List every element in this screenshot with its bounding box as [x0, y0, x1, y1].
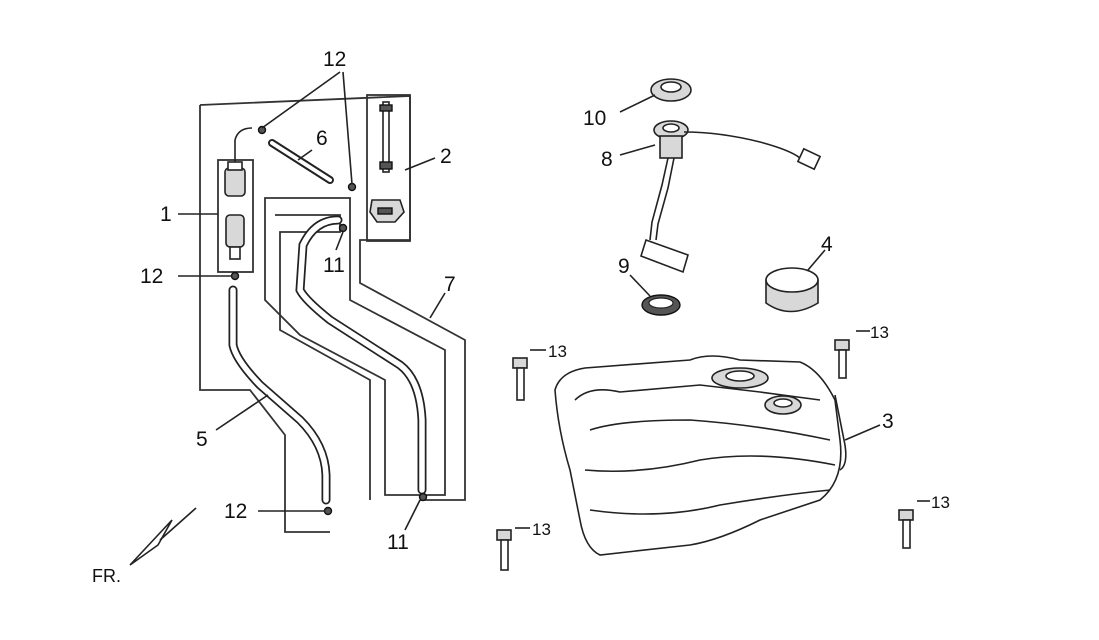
callout-6: 6	[316, 127, 328, 150]
callout-12-top: 12	[323, 48, 346, 71]
callout-13-a: 13	[548, 342, 567, 361]
fuel-level-sender	[640, 120, 822, 274]
bolt-c	[496, 529, 512, 571]
callout-11-top: 11	[323, 254, 345, 277]
callout-11-bottom: 11	[387, 531, 409, 554]
front-direction-arrow	[129, 507, 197, 566]
callout-13-d: 13	[931, 493, 950, 512]
sender-cap	[650, 78, 692, 102]
drain-hose	[295, 215, 427, 495]
hose-clips	[230, 125, 428, 516]
callout-8: 8	[601, 148, 613, 171]
short-tube	[268, 139, 334, 184]
callout-9: 9	[618, 255, 630, 278]
callout-2: 2	[440, 145, 452, 168]
callout-7: 7	[444, 273, 456, 296]
callout-13-b: 13	[870, 323, 889, 342]
callout-4: 4	[821, 233, 833, 256]
fuel-hose	[228, 285, 331, 505]
callout-3: 3	[882, 410, 894, 433]
callout-12-left: 12	[140, 265, 163, 288]
tank-cap	[765, 267, 819, 313]
bolt-b	[834, 339, 850, 379]
callout-5: 5	[196, 428, 208, 451]
fuel-pump-assembly	[217, 127, 254, 273]
bolt-a	[512, 357, 528, 401]
bolt-d	[898, 509, 914, 549]
fuel-vent-valve	[366, 94, 411, 242]
callout-10: 10	[583, 107, 606, 130]
direction-label: FR.	[92, 566, 121, 586]
sender-gasket	[641, 294, 681, 316]
mounting-bolts	[496, 339, 914, 571]
fuel-tank	[554, 355, 847, 556]
leader-lines	[178, 71, 930, 531]
callout-labels: 12 1 12 6 2 11 7 5 12 11 10 8 9 4 3 13 1…	[92, 48, 950, 586]
callout-1: 1	[160, 203, 172, 226]
callout-12-bottom: 12	[224, 500, 247, 523]
callout-13-c: 13	[532, 520, 551, 539]
